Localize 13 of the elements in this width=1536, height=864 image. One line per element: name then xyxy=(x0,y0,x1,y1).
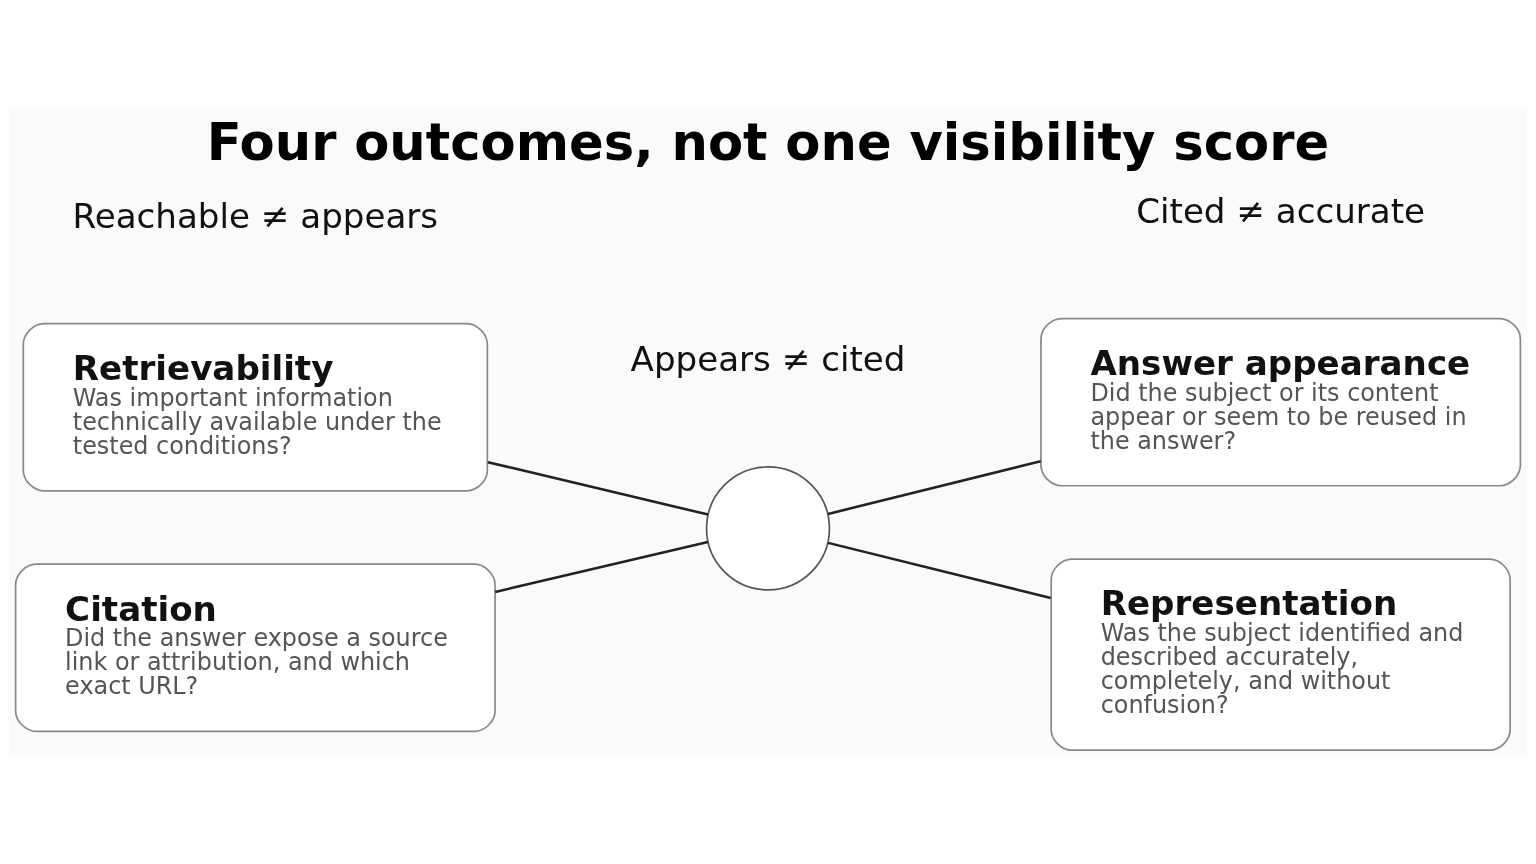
node-box: Representation Was the subject identified and described accurately, completely, and without confusion? xyxy=(1050,558,1511,752)
label: Appears ≠ cited xyxy=(630,339,906,380)
connector xyxy=(827,541,1051,600)
node-box: Answer appearance Did the subject or its content appear or seem to be reused in the answer? xyxy=(1040,317,1522,487)
node-box: Citation Did the answer expose a source link or attribution, and which exact URL? xyxy=(14,563,496,733)
node-circle xyxy=(705,466,831,591)
label: Reachable ≠ appears xyxy=(72,196,439,237)
connector xyxy=(494,540,709,594)
connector xyxy=(827,459,1042,516)
diagram-title: Four outcomes, not one visibility score xyxy=(206,111,1330,172)
node-box: Retrievability Was important information technically available under the tested conditions? xyxy=(22,322,489,492)
label: Cited ≠ accurate xyxy=(1136,191,1426,232)
connector xyxy=(487,460,709,516)
